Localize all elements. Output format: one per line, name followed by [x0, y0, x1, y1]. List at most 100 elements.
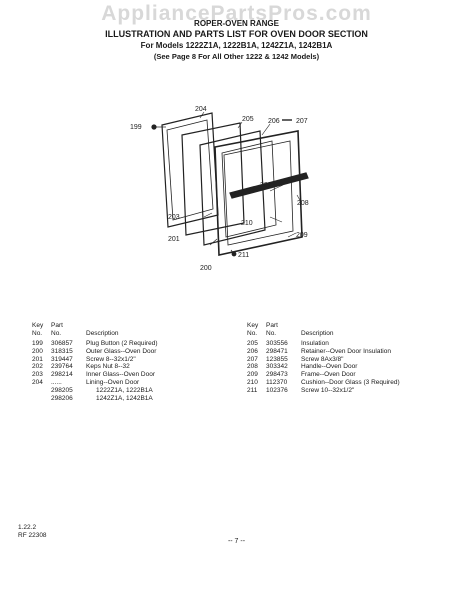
description-header: Description: [301, 330, 334, 338]
desc-cell: Outer Glass--Oven Door: [86, 347, 157, 355]
callout-207: 207: [296, 118, 308, 125]
document-header: ROPER-OVEN RANGE ILLUSTRATION AND PARTS …: [0, 18, 473, 62]
key-cell: 206: [247, 347, 258, 355]
parts-list-header: Key No. Part No. Description: [247, 322, 400, 338]
callout-200: 200: [200, 265, 212, 270]
part-cell: 303556: [266, 340, 288, 347]
table-row: 206 298471 Retainer--Oven Door Insulation: [247, 348, 400, 356]
desc-cell: Handle--Oven Door: [301, 363, 358, 371]
key-cell: 203: [32, 371, 43, 379]
part-cell: 319447: [51, 355, 73, 363]
key-cell: 208: [247, 363, 258, 371]
key-cell: 199: [32, 340, 43, 347]
part-cell: 123855: [266, 355, 288, 363]
table-row: 298205 1222Z1A, 1222B1A: [32, 387, 158, 395]
callout-209: 209: [296, 232, 308, 239]
key-cell: [32, 387, 51, 395]
door-frame-part: [214, 130, 303, 256]
insulation-part: [181, 122, 245, 236]
part-cell: 102376: [266, 386, 288, 394]
part-header: Part: [51, 322, 63, 330]
parts-list-left: Key No. Part No. Description 199 306857 Pl…: [32, 322, 158, 402]
page-number: -- 7 --: [227, 538, 246, 545]
callout-201: 201: [168, 236, 180, 243]
part-cell: 298206: [51, 394, 73, 402]
desc-cell: Screw 10--32x1/2": [301, 386, 355, 394]
key-cell: 201: [32, 355, 43, 363]
part-no-header: No.: [51, 330, 62, 338]
key-no-header: No.: [247, 330, 258, 338]
part-cell: 303342: [266, 363, 288, 371]
door-lining-inner-part: [166, 119, 214, 221]
desc-cell: Screw 8--32x1/2": [86, 355, 136, 363]
key-cell: 202: [32, 363, 43, 371]
models-line: For Models 1222Z1A, 1222B1A, 1242Z1A, 12…: [140, 41, 333, 50]
table-row: 211 102376 Screw 10--32x1/2": [247, 387, 400, 395]
section-title: ILLUSTRATION AND PARTS LIST FOR OVEN DOO…: [105, 29, 368, 39]
key-cell: [32, 395, 51, 403]
key-cell: 211: [247, 386, 258, 394]
part-cell: 298214: [51, 371, 73, 379]
handle-part: [229, 172, 309, 199]
desc-cell: 1222Z1A, 1222B1A: [96, 386, 153, 394]
brand-title: ROPER-OVEN RANGE: [194, 19, 279, 28]
desc-cell: Keps Nut 8--32: [86, 363, 130, 371]
desc-cell: Lining--Oven Door: [86, 378, 140, 386]
desc-cell: Cushion--Door Glass (3 Required): [301, 378, 400, 386]
inner-glass-part: [221, 140, 277, 238]
see-page-note: (See Page 8 For All Other 1222 & 1242 Mo…: [153, 52, 320, 61]
form-number: RF 22308: [18, 531, 47, 539]
table-row: 202 239764 Keps Nut 8--32: [32, 363, 158, 371]
key-cell: 207: [247, 355, 258, 363]
callout-199: 199: [130, 124, 142, 131]
part-header: Part: [266, 322, 278, 330]
key-no-header: No.: [32, 330, 43, 338]
table-row: 205 303556 Insulation: [247, 340, 400, 348]
key-header: Key: [32, 322, 44, 330]
watermark: AppliancePartsPros.com: [101, 2, 372, 25]
key-cell: 209: [247, 371, 258, 379]
part-cell: 112370: [266, 378, 288, 386]
desc-cell: Plug Button (2 Required): [86, 340, 158, 347]
retainer-part: [199, 130, 266, 246]
part-cell: 298471: [266, 347, 288, 355]
callout-202: 202: [260, 182, 272, 189]
desc-cell: Screw 8Ax3/8": [301, 355, 344, 363]
table-row: 207 123855 Screw 8Ax3/8": [247, 356, 400, 364]
part-cell: 239764: [51, 363, 73, 371]
table-row: 199 306857 Plug Button (2 Required): [32, 340, 158, 348]
part-cell: 306857: [51, 340, 73, 347]
key-cell: 204: [32, 378, 43, 386]
part-cell: 298205: [51, 386, 73, 394]
callout-206: 206: [268, 118, 280, 125]
plug-button-part: [151, 124, 157, 130]
document-footer: 1.22.2 RF 22308: [18, 524, 47, 539]
description-header: Description: [86, 330, 119, 338]
oven-door-exploded-diagram: 199 200 201 202 203 204 205 206 207 208 …: [130, 106, 309, 270]
callout-211: 211: [238, 252, 249, 259]
desc-cell: Inner Glass--Oven Door: [86, 371, 155, 379]
table-row: 208 303342 Handle--Oven Door: [247, 363, 400, 371]
part-cell: 318315: [51, 347, 73, 355]
parts-list-right: Key No. Part No. Description 205 303556 In…: [247, 322, 400, 395]
callout-208: 208: [297, 200, 309, 207]
key-cell: 205: [247, 340, 258, 347]
part-cell: ......: [51, 378, 62, 386]
table-row: 201 319447 Screw 8--32x1/2": [32, 356, 158, 364]
revision-code: 1.22.2: [18, 524, 37, 531]
table-row: 210 112370 Cushion--Door Glass (3 Required…: [247, 379, 400, 387]
parts-list-header: Key No. Part No. Description: [32, 322, 158, 338]
callout-210: 210: [241, 220, 253, 227]
desc-cell: Insulation: [301, 340, 329, 347]
key-cell: 210: [247, 378, 258, 386]
callout-205: 205: [242, 116, 254, 123]
desc-cell: Retainer--Oven Door Insulation: [301, 347, 391, 355]
desc-cell: 1242Z1A, 1242B1A: [96, 394, 153, 402]
outer-glass-part: [223, 140, 294, 246]
part-cell: 298473: [266, 371, 288, 379]
table-row: 204...... Lining--Oven Door: [32, 379, 158, 387]
callout-204: 204: [195, 106, 207, 113]
key-header: Key: [247, 322, 259, 330]
